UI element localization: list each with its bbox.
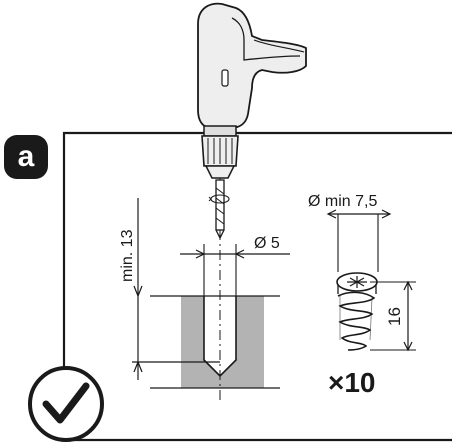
checkmark-circle-icon	[28, 366, 104, 442]
screw-diameter-label: Ø min 7,5	[308, 193, 377, 210]
board-panel-outline	[62, 131, 452, 440]
screw-length-dimension: 16	[370, 280, 416, 352]
step-badge: a	[4, 135, 48, 179]
screw-diameter-dimension: Ø min 7,5	[308, 193, 392, 272]
power-drill-icon	[197, 2, 307, 179]
step-badge-label: a	[18, 140, 35, 173]
drill-bit	[208, 179, 230, 240]
cam-screw-icon	[336, 272, 378, 351]
drill-depth-label: min. 13	[119, 229, 136, 282]
hole-diameter-dimension: Ø 5	[180, 235, 290, 296]
quantity-label: ×10	[328, 367, 376, 398]
drill-hole-section	[150, 295, 280, 389]
screw-length-label: 16	[385, 307, 404, 326]
hole-diameter-label: Ø 5	[254, 235, 280, 252]
depth-dimension: min. 13	[119, 198, 220, 380]
